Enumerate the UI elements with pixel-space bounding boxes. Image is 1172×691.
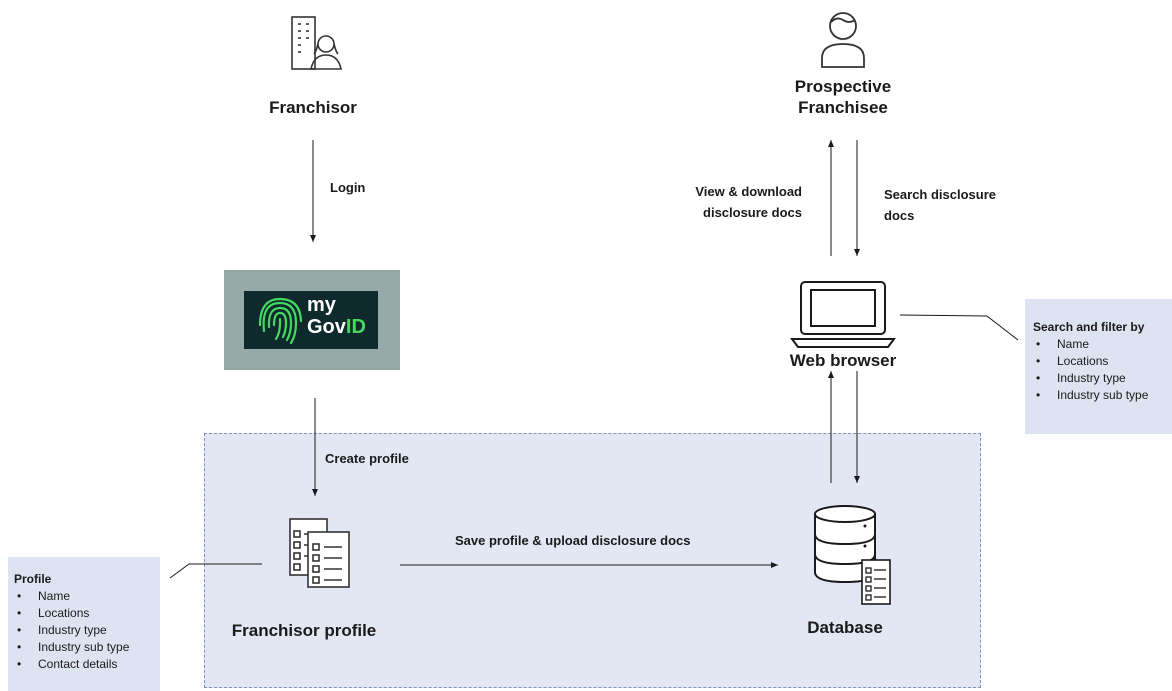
mygovid-text-govid: GovID [307, 315, 366, 339]
laptop-icon [790, 281, 896, 348]
franchisor-label: Franchisor [269, 98, 357, 117]
create-profile-label: Create profile [325, 451, 409, 466]
list-item: Name [1033, 336, 1172, 353]
save-profile-label: Save profile & upload disclosure docs [455, 533, 691, 548]
list-item: Locations [14, 605, 160, 622]
mygovid-text-my: my [307, 294, 336, 316]
profile-callout-line [169, 563, 262, 579]
prospective-franchisee-icon [821, 12, 865, 68]
login-label: Login [330, 180, 366, 195]
browser-callout-line [899, 314, 1019, 341]
list-item: Name [14, 588, 160, 605]
search-filter-list: Name Locations Industry type Industry su… [1033, 336, 1172, 404]
profile-box: Profile Name Locations Industry type Ind… [8, 557, 160, 691]
franchisor-icon [291, 16, 342, 70]
list-item: Locations [1033, 353, 1172, 370]
profile-box-title: Profile [14, 572, 52, 586]
mygovid-text-id: ID [345, 316, 366, 338]
view-download-label: View & download disclosure docs [695, 184, 802, 220]
search-filter-title: Search and filter by [1033, 320, 1145, 334]
mygovid-logo-frame: my GovID [224, 270, 400, 370]
profile-box-list: Name Locations Industry type Industry su… [14, 588, 160, 673]
profile-documents-icon [289, 518, 350, 588]
search-docs-label: Search disclosure docs [884, 187, 996, 223]
database-icon [814, 505, 891, 605]
list-item: Contact details [14, 656, 160, 673]
prospective-franchisee-label: Prospective Franchisee [794, 77, 892, 117]
list-item: Industry type [1033, 370, 1172, 387]
search-filter-box: Search and filter by Name Locations Indu… [1025, 299, 1172, 434]
franchisor-profile-label: Franchisor profile [231, 621, 377, 640]
mygovid-logo: my GovID [244, 291, 378, 349]
list-item: Industry sub type [14, 639, 160, 656]
mygovid-text-gov: Gov [307, 316, 346, 338]
database-label: Database [807, 618, 883, 637]
web-browser-label: Web browser [789, 351, 897, 370]
list-item: Industry type [14, 622, 160, 639]
fingerprint-icon [258, 297, 303, 345]
list-item: Industry sub type [1033, 387, 1172, 404]
